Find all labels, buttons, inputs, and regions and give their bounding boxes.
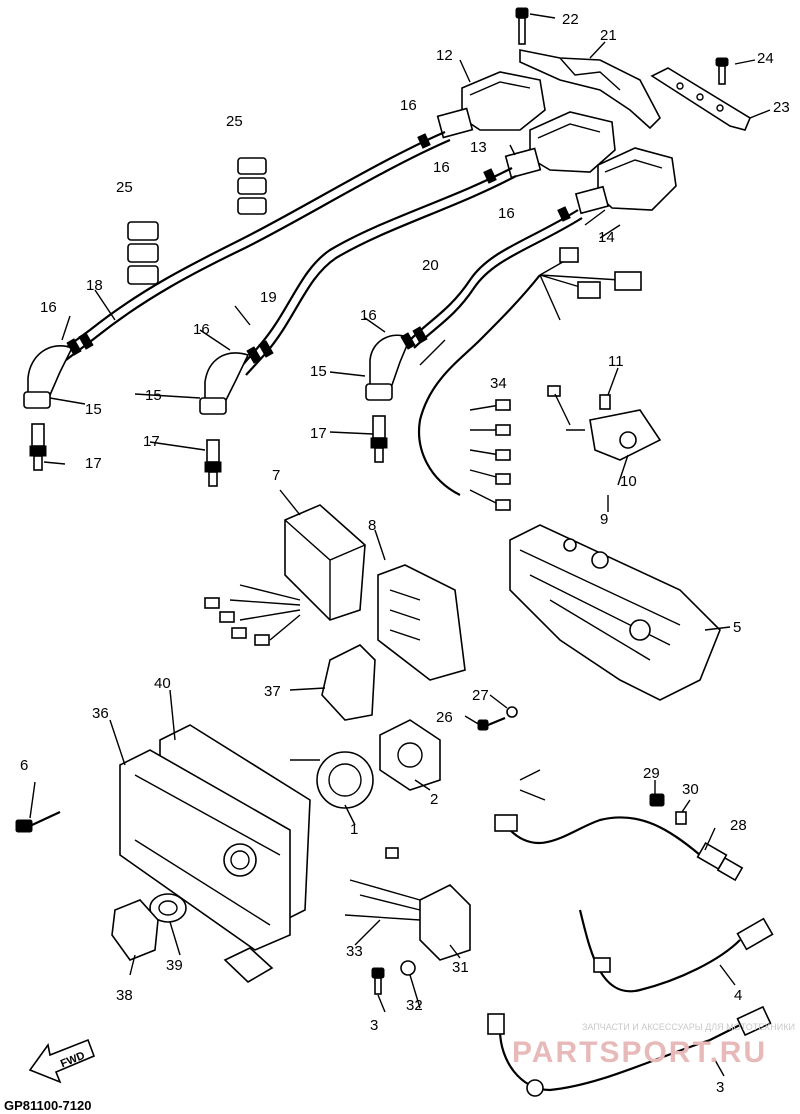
bolt-29	[649, 793, 665, 807]
callout-38: 38	[116, 987, 133, 1004]
leader-lines	[29, 13, 771, 1077]
ignition-coil-13	[504, 111, 616, 179]
callout-6: 6	[20, 757, 28, 774]
washer-27	[506, 706, 518, 718]
coil-bracket-21	[519, 49, 661, 130]
ignition-coil-14	[574, 147, 677, 215]
callout-5: 5	[733, 619, 741, 636]
sensor-28	[494, 769, 744, 882]
callout-26: 26	[436, 709, 453, 726]
callout-15-a: 15	[310, 363, 327, 380]
module-31	[344, 847, 471, 961]
callout-17-a: 17	[310, 425, 327, 442]
callout-9: 9	[600, 511, 608, 528]
callout-16-d: 16	[40, 299, 57, 316]
clamps-16	[66, 133, 571, 364]
spark-plug-17-middle	[204, 439, 222, 487]
callout-22: 22	[562, 11, 579, 28]
plate-23	[650, 67, 752, 131]
callout-10: 10	[620, 473, 637, 490]
cdi-unit-7	[204, 504, 366, 646]
bracket-assembly-9	[547, 385, 662, 461]
plug-cap-15-middle	[199, 352, 250, 415]
ignition-coil-12	[436, 71, 546, 139]
callout-20: 20	[422, 257, 439, 274]
callout-16-f: 16	[193, 321, 210, 338]
callout-28: 28	[730, 817, 747, 834]
clip-25-upper	[237, 157, 267, 215]
callout-31: 31	[452, 959, 469, 976]
callout-39: 39	[166, 957, 183, 974]
diagram-code: GP81100-7120	[4, 1098, 91, 1113]
bracket-8	[377, 564, 466, 681]
lead-wire-3	[487, 1005, 772, 1097]
high-tension-cord-19	[239, 167, 517, 376]
callout-24: 24	[757, 50, 774, 67]
callout-23: 23	[773, 99, 790, 116]
rectifier-37	[321, 644, 376, 721]
wire-harness-35	[417, 247, 642, 511]
plug-cap-15-right	[365, 334, 412, 401]
screw-24	[715, 57, 729, 85]
screw-26	[477, 716, 506, 731]
callout-15-c: 15	[85, 401, 102, 418]
callout-16-e: 16	[360, 307, 377, 324]
screw-32	[371, 967, 385, 995]
callout-12: 12	[436, 47, 453, 64]
grommet-39	[149, 893, 187, 923]
grommet-38	[111, 899, 159, 961]
callout-4: 4	[734, 987, 742, 1004]
callout-1: 1	[350, 821, 358, 838]
clip-25-lower	[127, 221, 159, 285]
high-tension-cord-18	[59, 130, 451, 361]
callout-3: 3	[716, 1079, 724, 1096]
forward-arrow: FWD	[28, 1038, 96, 1084]
callout-18: 18	[86, 277, 103, 294]
callout-37: 37	[264, 683, 281, 700]
callout-25-b: 25	[116, 179, 133, 196]
callout-17-b: 17	[143, 433, 160, 450]
high-tension-cord-20	[409, 209, 583, 349]
watermark-line2: PARTSPORT.RU	[512, 1036, 767, 1069]
callout-36: 36	[92, 705, 109, 722]
spark-plug-17-left	[29, 423, 47, 471]
callout-29: 29	[643, 765, 660, 782]
electrical-bracket-5	[509, 524, 721, 701]
bolt-22	[515, 7, 529, 45]
callout-32: 3	[370, 1017, 378, 1034]
relay-2	[379, 719, 441, 791]
callout-15-b: 15	[145, 387, 162, 404]
starter-relay-1	[290, 751, 374, 809]
callout-16-a: 16	[400, 97, 417, 114]
label-sheet	[223, 947, 274, 983]
callout-19: 19	[260, 289, 277, 306]
callout-16-c: 16	[498, 205, 515, 222]
callout-11: 11	[608, 353, 624, 370]
callout-30: 30	[682, 781, 699, 798]
callout-33: 32	[406, 997, 423, 1014]
callout-8: 8	[368, 517, 376, 534]
nut-30	[675, 811, 687, 825]
spark-plug-17-right	[370, 415, 388, 463]
callout-25-a: 25	[226, 113, 243, 130]
callout-2: 2	[430, 791, 438, 808]
plug-cap-15-left	[23, 345, 74, 409]
cover-36	[119, 749, 291, 951]
callout-40: 40	[154, 675, 171, 692]
callout-17-c: 17	[85, 455, 102, 472]
callout-14: 14	[598, 229, 615, 246]
callout-13: 13	[470, 139, 487, 156]
callout-21: 21	[600, 27, 617, 44]
bolt-6	[15, 811, 61, 833]
watermark-line1: ЗАПЧАСТИ И АКСЕССУАРЫ ДЛЯ МОТОТЕХНИКИ	[582, 1022, 795, 1032]
callout-35: 34	[490, 375, 507, 392]
callout-34: 33	[346, 943, 363, 960]
callout-16-b: 16	[433, 159, 450, 176]
callout-7: 7	[272, 467, 280, 484]
washer-33	[400, 960, 416, 976]
lead-wire-4	[578, 909, 774, 993]
callout-27: 27	[472, 687, 489, 704]
